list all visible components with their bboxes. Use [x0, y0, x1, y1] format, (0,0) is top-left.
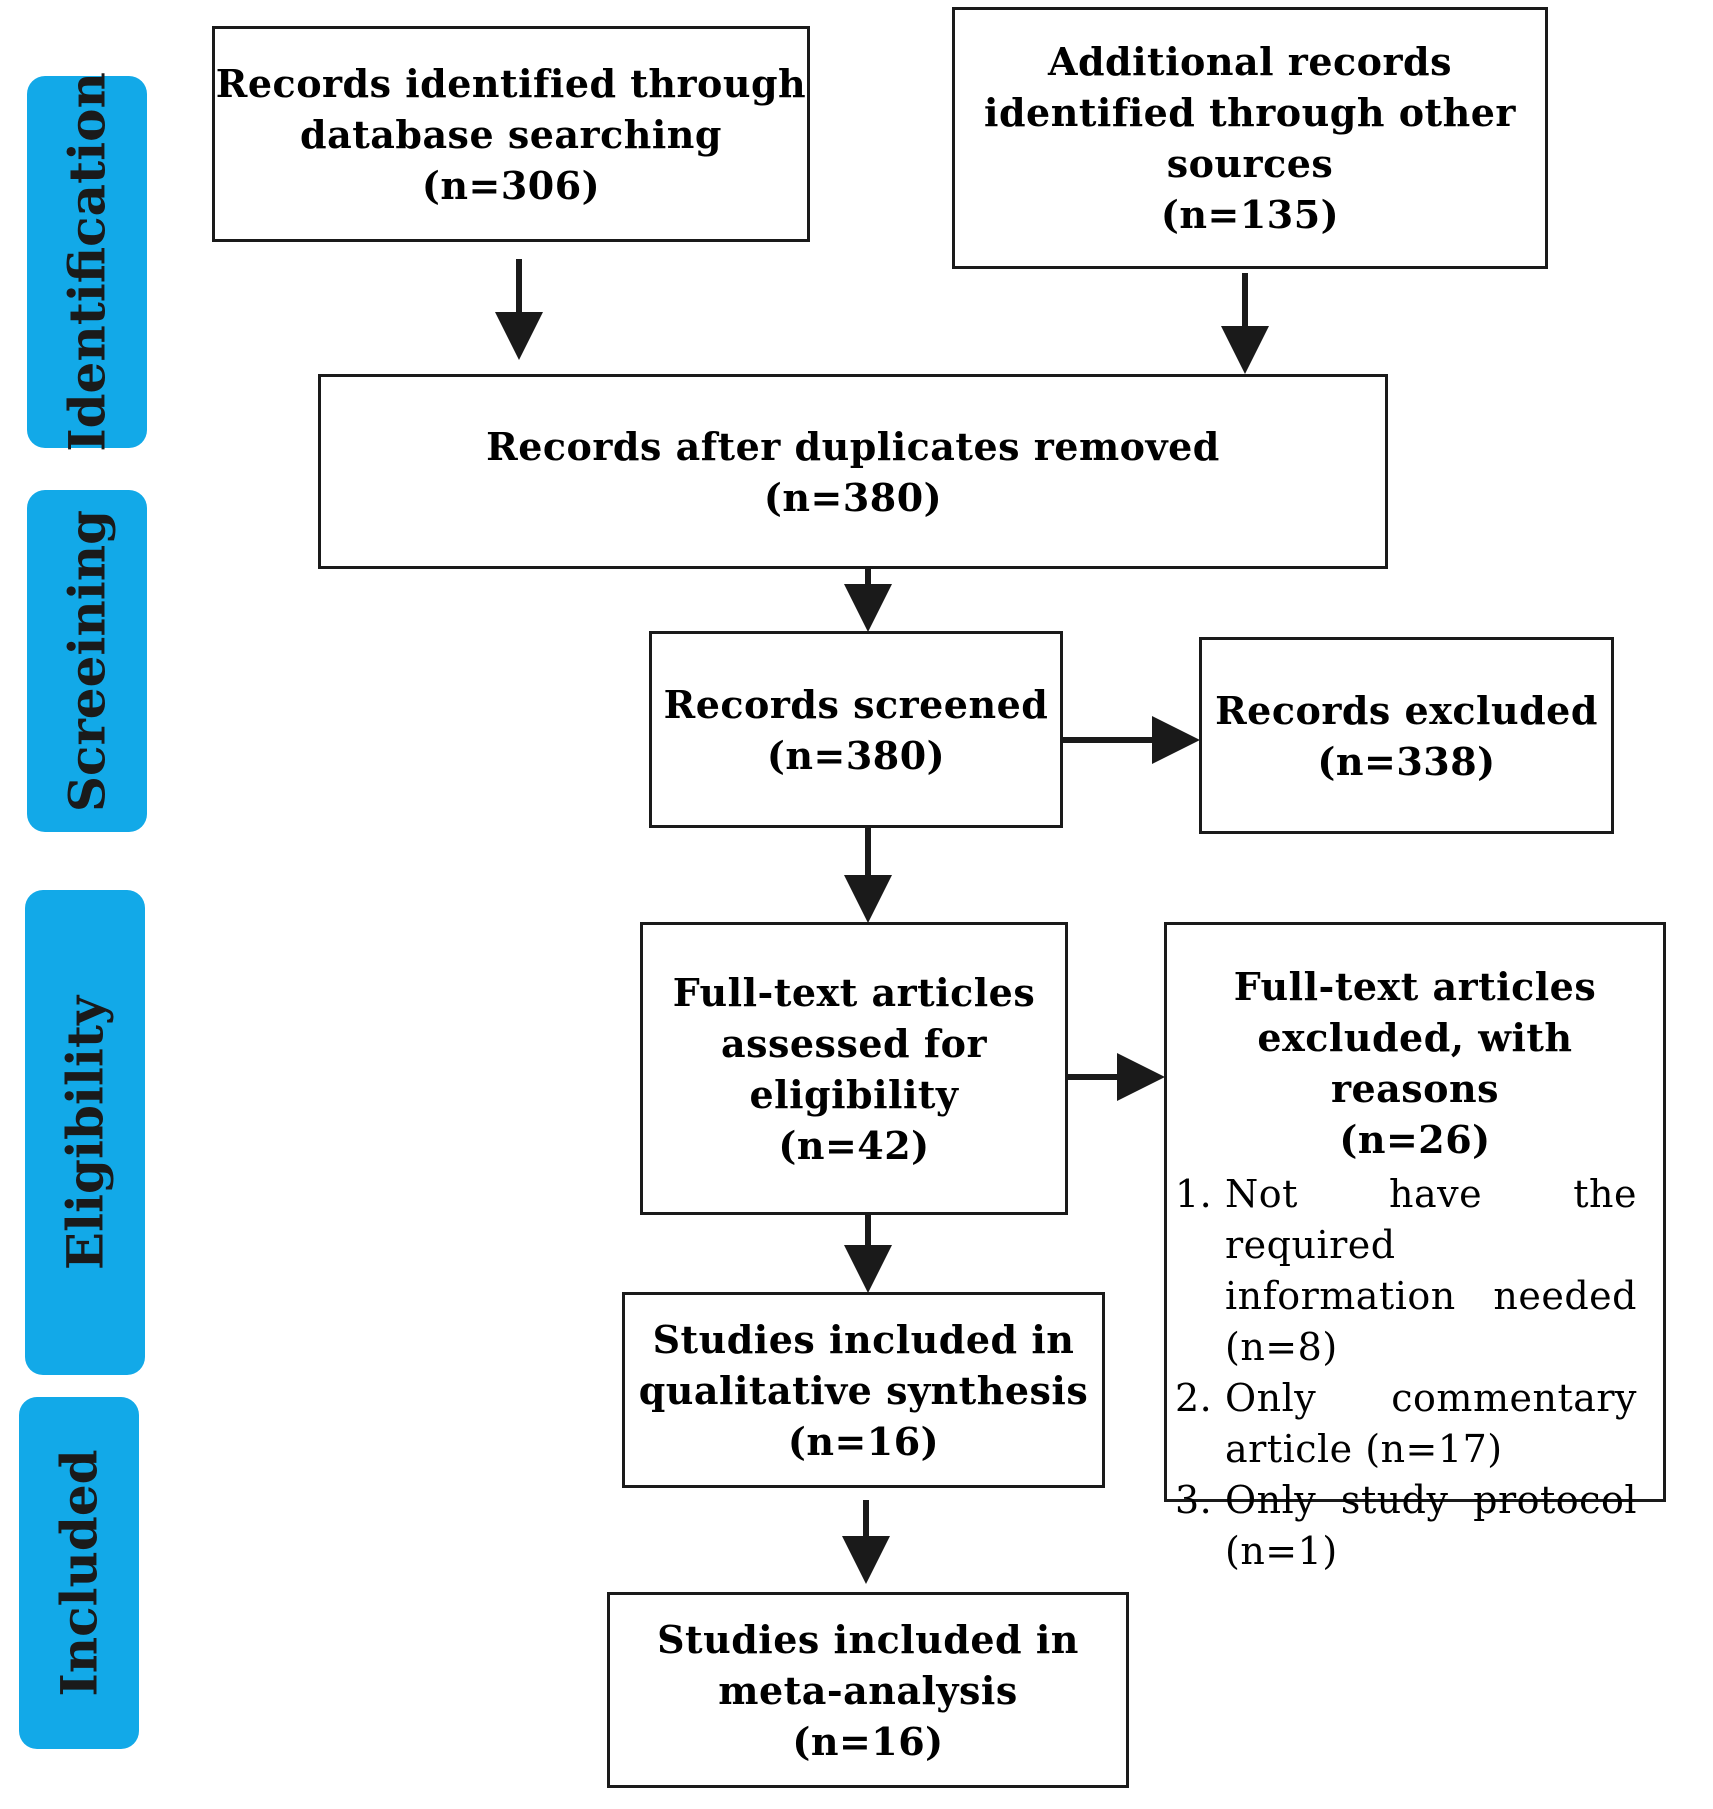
box-line: qualitative synthesis [638, 1367, 1089, 1413]
box-line: Additional records [1048, 39, 1452, 84]
box-line: (n=16) [787, 1418, 940, 1464]
reason-number: 3. [1175, 1478, 1213, 1522]
box-duplicates-removed: Records after duplicates removed (n=380) [318, 374, 1388, 569]
box-fulltext-assessed: Full-text articles assessed for eligibil… [640, 922, 1068, 1215]
box-other-sources: Additional records identified through ot… [952, 7, 1548, 269]
box-line: (n=380) [766, 732, 946, 778]
box-qualitative-synthesis: Studies included in qualitative synthesi… [622, 1292, 1105, 1488]
reason-number: 2. [1175, 1376, 1213, 1420]
box-records-excluded: Records excluded (n=338) [1199, 637, 1614, 834]
box-line: meta-analysis [718, 1667, 1018, 1713]
exclusion-reason: 3. Only study protocol (n=1) [1175, 1475, 1637, 1577]
box-line: (n=338) [1317, 738, 1496, 784]
box-line: identified through other [984, 90, 1516, 135]
box-meta-analysis: Studies included in meta-analysis (n=16) [607, 1592, 1129, 1788]
box-line: excluded, with reasons [1257, 1015, 1573, 1111]
box-line: database searching [300, 111, 722, 157]
phase-included: Included [19, 1397, 139, 1749]
box-line: Records after duplicates removed [486, 423, 1220, 469]
box-fulltext-excluded: Full-text articles excluded, with reason… [1164, 922, 1666, 1573]
box-line: sources [1166, 141, 1334, 186]
exclusion-reason: 1. Not have the required information nee… [1175, 1169, 1637, 1373]
reason-text: Only commentary article (n=17) [1225, 1376, 1637, 1471]
reason-number: 1. [1175, 1172, 1213, 1216]
exclusion-reasons-list: 1. Not have the required information nee… [1167, 1169, 1663, 1577]
box-line: Records identified through [215, 60, 807, 106]
box-line: Full-text articles [1233, 964, 1597, 1009]
box-line: (n=135) [1160, 192, 1340, 237]
box-line: Studies included in [652, 1316, 1075, 1362]
box-database-records: Records identified through database sear… [212, 26, 810, 242]
box-line: Records excluded [1215, 687, 1598, 733]
box-line: Full-text articles [672, 969, 1036, 1015]
box-line: (n=26) [1339, 1117, 1491, 1162]
box-line: (n=306) [421, 162, 601, 208]
box-line: assessed for [720, 1020, 988, 1066]
reason-text: Only study protocol (n=1) [1225, 1478, 1637, 1573]
box-line: Studies included in [657, 1616, 1079, 1662]
box-line: Records screened [663, 681, 1049, 727]
phase-identification: Identification [27, 72, 147, 452]
box-line: eligibility [749, 1071, 959, 1117]
exclusion-reason: 2. Only commentary article (n=17) [1175, 1373, 1637, 1475]
box-line: (n=42) [778, 1122, 930, 1168]
box-records-screened: Records screened (n=380) [649, 631, 1063, 828]
phase-screening: Screeining [27, 490, 147, 832]
box-line: (n=380) [763, 474, 943, 520]
box-line: (n=16) [792, 1718, 944, 1764]
phase-eligibility: Eligibility [25, 890, 145, 1375]
reason-text: Not have the required information needed… [1225, 1172, 1637, 1369]
